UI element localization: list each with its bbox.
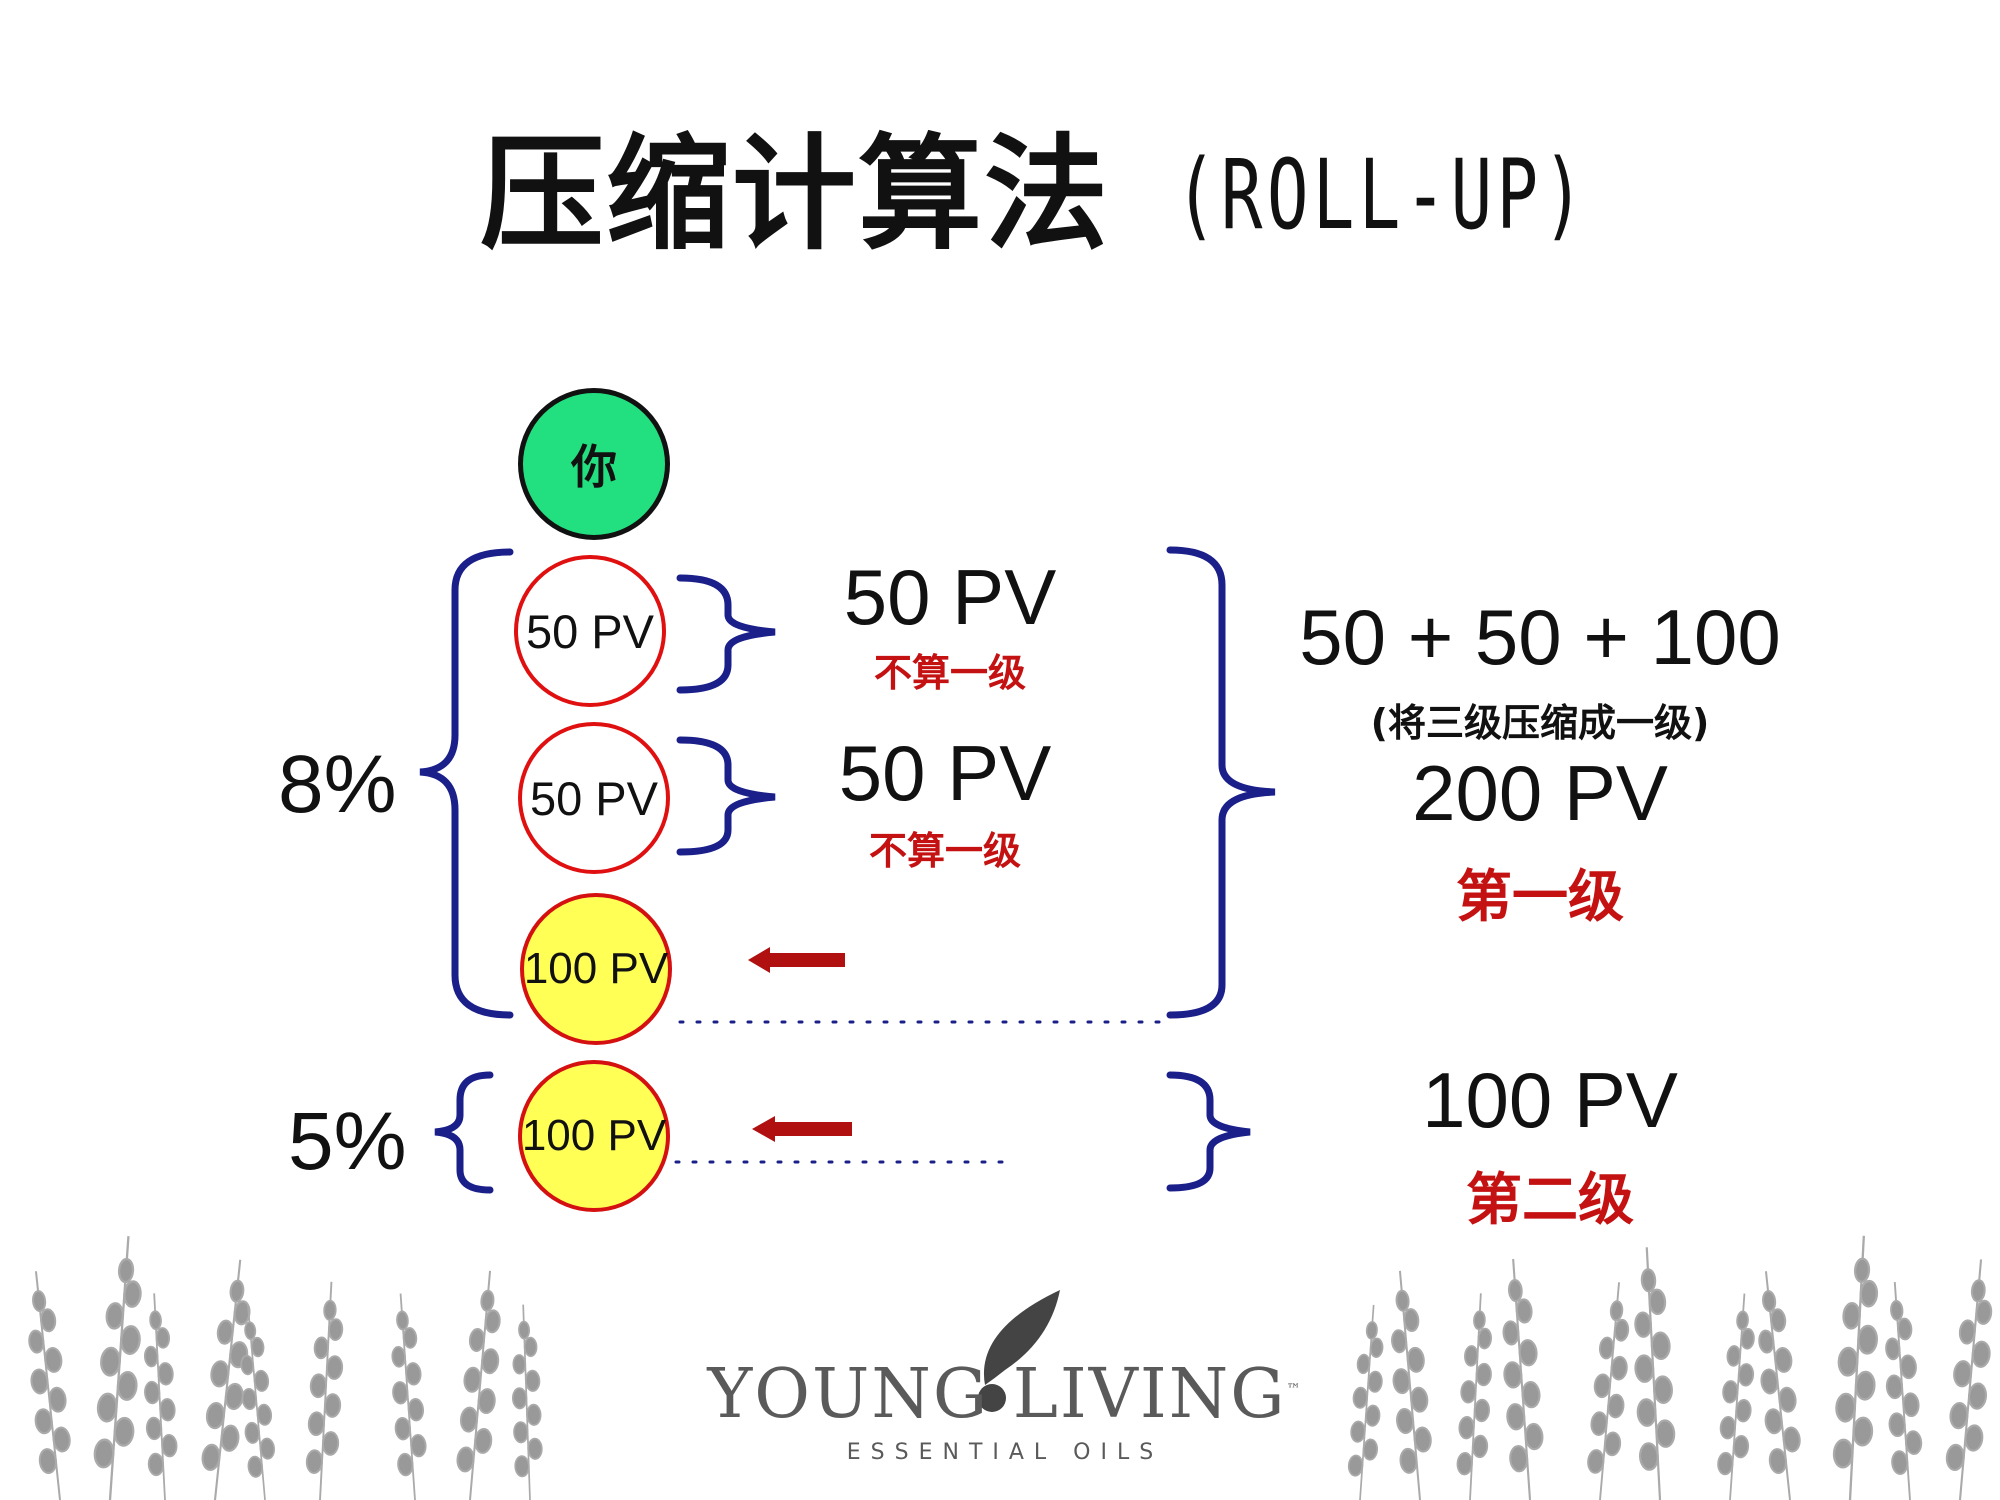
lavender-sprig [1634, 1247, 1676, 1500]
lavender-sprig [1885, 1281, 1923, 1500]
left-brace-5pct [434, 1071, 494, 1194]
logo-name: YOUNG LIVING [707, 1355, 1287, 1434]
lavender-sprig [1502, 1259, 1544, 1500]
level1-label: 第一级 [1456, 865, 1624, 930]
node-downline-3-label: 100 PV [523, 944, 669, 993]
left-brace-8pct [419, 548, 514, 1019]
page-subtitle: (ROLL-UP) [1175, 139, 1589, 251]
mid-pv-label-1: 50 PV [843, 553, 1057, 641]
level2-label: 第二级 [1466, 1168, 1634, 1233]
lavender-sprig [240, 1305, 276, 1500]
node-downline-3: 100 PV [520, 893, 672, 1045]
lavender-sprig [1758, 1271, 1801, 1500]
arrow-left-2 [752, 1116, 852, 1142]
lavender-sprig [1832, 1235, 1879, 1500]
node-downline-4: 100 PV [518, 1060, 670, 1212]
not-counted-note-2: 不算一级 [868, 829, 1021, 873]
lavender-sprig [1347, 1304, 1384, 1500]
node-you: 你 [518, 388, 670, 540]
lavender-sprig [1717, 1293, 1755, 1500]
logo-tagline: ESSENTIAL OILS [846, 1440, 1164, 1465]
node-downline-2: 50 PV [518, 722, 670, 874]
node-you-label: 你 [571, 440, 617, 494]
lavender-sprig [305, 1281, 344, 1500]
arrow-left-1 [748, 947, 845, 973]
rollup-formula-note: (将三级压缩成一级) [1370, 701, 1710, 745]
rollup-formula: 50 + 50 + 100 [1299, 593, 1781, 681]
lavender-sprig [456, 1270, 501, 1500]
mid-pv-label-2: 50 PV [838, 729, 1052, 817]
lavender-sprig [1391, 1270, 1432, 1500]
commission-5pct: 5% [288, 1096, 407, 1187]
lavender-sprig [1945, 1259, 1993, 1500]
lavender-sprig [391, 1293, 427, 1500]
right-brace-level1 [1166, 546, 1276, 1019]
page-title: 压缩计算法 [480, 123, 1111, 267]
lavender-sprig [143, 1293, 178, 1500]
level2-pv: 100 PV [1422, 1056, 1678, 1144]
lavender-sprig [28, 1271, 71, 1500]
lavender-sprig [201, 1259, 251, 1500]
node-downline-1-label: 50 PV [525, 604, 655, 658]
node-downline-4-label: 100 PV [521, 1111, 667, 1160]
leaf-icon [983, 1290, 1060, 1385]
young-living-logo: YOUNG LIVING™ [705, 1355, 1305, 1434]
commission-8pct: 8% [278, 739, 397, 830]
logo-trademark: ™ [1286, 1381, 1303, 1398]
lavender-sprig [1456, 1293, 1492, 1500]
mid-brace-2 [676, 736, 776, 856]
level1-total-pv: 200 PV [1412, 749, 1668, 837]
lavender-sprig [1587, 1282, 1630, 1500]
right-brace-level2 [1166, 1071, 1251, 1192]
not-counted-note-1: 不算一级 [873, 651, 1026, 695]
lavender-sprig [511, 1304, 543, 1500]
mid-brace-1 [676, 574, 776, 694]
oil-drop-icon [978, 1384, 1006, 1412]
node-downline-2-label: 50 PV [529, 771, 659, 825]
lavender-sprig [93, 1236, 142, 1500]
node-downline-1: 50 PV [514, 555, 666, 707]
